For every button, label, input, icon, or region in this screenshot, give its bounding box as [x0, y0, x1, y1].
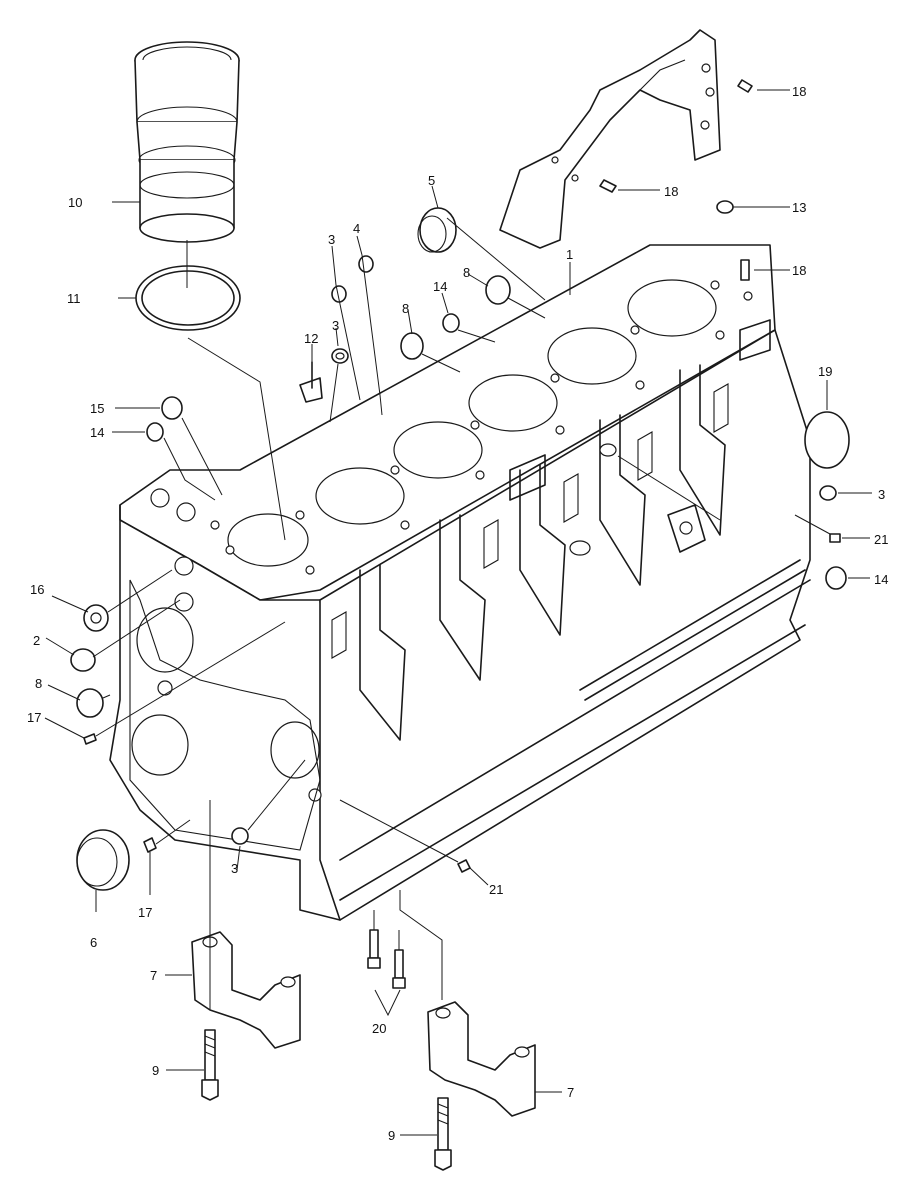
callout-14-top: 14	[433, 279, 447, 294]
washer-3	[331, 348, 349, 364]
engine-block	[109, 244, 811, 921]
callout-1: 1	[566, 247, 573, 262]
callout-18-right: 18	[792, 263, 806, 278]
bearing-bolt-left	[201, 1029, 219, 1101]
callout-17-bottom: 17	[138, 905, 152, 920]
callout-20: 20	[372, 1021, 386, 1036]
callout-4: 4	[353, 221, 360, 236]
bearing-bolt-right	[434, 1097, 452, 1171]
setscrew-21-bottom	[457, 859, 471, 873]
pin-17-left	[83, 733, 97, 745]
plug-8-mid	[400, 332, 424, 360]
callout-21-right: 21	[874, 532, 888, 547]
plug-14-right	[825, 566, 847, 590]
liner-seal-ring	[135, 265, 241, 331]
dowel-pin-18-right	[740, 259, 750, 281]
callout-9-right: 9	[388, 1128, 395, 1143]
plug-13	[716, 200, 734, 214]
callout-18-mid: 18	[664, 184, 678, 199]
callout-7-right: 7	[567, 1085, 574, 1100]
callout-18-top: 18	[792, 84, 806, 99]
side-bolt-20-b	[392, 949, 406, 989]
callout-17-left: 17	[27, 710, 41, 725]
callout-14-left: 14	[90, 425, 104, 440]
timing-cover-bracket	[499, 29, 721, 249]
main-bearing-cap-right	[427, 1001, 536, 1117]
callout-11: 11	[67, 291, 81, 306]
callout-15: 15	[90, 401, 104, 416]
core-plug-5	[417, 207, 457, 253]
dowel-pin-18-top	[737, 79, 753, 93]
callout-8-left: 8	[35, 676, 42, 691]
callout-3-bottom: 3	[231, 861, 238, 876]
callout-3-top: 3	[328, 232, 335, 247]
side-bolt-20-a	[367, 929, 381, 969]
callout-9-left: 9	[152, 1063, 159, 1078]
pin-17-bottom	[143, 837, 157, 853]
seal-2	[70, 648, 96, 672]
rear-cover-19	[804, 411, 850, 469]
callout-12: 12	[304, 331, 318, 346]
leader-lines	[44, 89, 872, 1136]
plug-14-left	[146, 422, 164, 442]
nozzle-12	[299, 361, 323, 403]
cylinder-liner	[134, 41, 240, 243]
plug-8-upper	[485, 275, 511, 305]
plug-3-top	[331, 285, 347, 303]
callout-3-right: 3	[878, 487, 885, 502]
setscrew-21-right	[829, 533, 841, 543]
bearing-sleeve-6	[76, 829, 130, 891]
callout-7-left: 7	[150, 968, 157, 983]
main-bearing-cap-left	[191, 931, 301, 1049]
callout-13: 13	[792, 200, 806, 215]
callout-2: 2	[33, 633, 40, 648]
plug-3-right	[819, 485, 837, 501]
plug-4	[358, 255, 374, 273]
callout-5: 5	[428, 173, 435, 188]
plug-15	[161, 396, 183, 420]
callout-19: 19	[818, 364, 832, 379]
callout-14-right: 14	[874, 572, 888, 587]
plug-14-top	[442, 313, 460, 333]
callout-3-washer: 3	[332, 318, 339, 333]
callout-16: 16	[30, 582, 44, 597]
callout-labels: 1 2 3 3 3 3 4 5 6 7 7 8 8 8 9 9 10 11 12…	[27, 84, 888, 1143]
plug-8-left	[76, 688, 104, 718]
callout-8-upper: 8	[463, 265, 470, 280]
callout-21-bottom: 21	[489, 882, 503, 897]
plug-16	[83, 604, 109, 632]
callout-10: 10	[68, 195, 82, 210]
washer-3-bottom	[231, 827, 249, 845]
dowel-pin-18-mid	[599, 179, 617, 193]
callout-8-mid: 8	[402, 301, 409, 316]
callout-6: 6	[90, 935, 97, 950]
